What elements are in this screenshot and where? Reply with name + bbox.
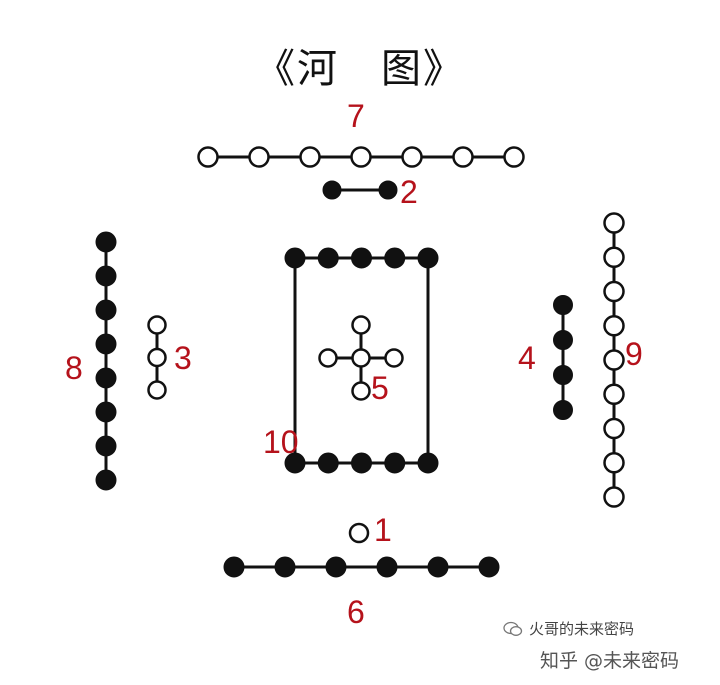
- center-white-5-dot-1: [351, 315, 371, 335]
- north-white-7-dot-1: [197, 146, 219, 168]
- wechat-icon: [503, 621, 523, 636]
- north-black-2-dot-1: [322, 180, 342, 200]
- north-white-7-dot-6: [452, 146, 474, 168]
- north-white-7-dot-5: [401, 146, 423, 168]
- center-black-10-bottom-dot-5: [417, 452, 439, 474]
- east-white-9-dot-4: [603, 315, 625, 337]
- west-black-8-dot-8: [95, 469, 117, 491]
- label-4: 4: [518, 340, 536, 376]
- center-white-5-dot-5: [351, 381, 371, 401]
- west-white-3-dot-3: [147, 380, 167, 400]
- label-8: 8: [65, 350, 83, 386]
- page-title: 《河 图》: [255, 46, 465, 92]
- west-black-8-dot-4: [95, 333, 117, 355]
- east-black-4-dot-3: [553, 365, 573, 385]
- east-black-4-dot-1: [553, 295, 573, 315]
- label-9: 9: [625, 336, 643, 372]
- north-black-2-dot-2: [378, 180, 398, 200]
- north-white-7-dot-2: [248, 146, 270, 168]
- north-white-7-dot-7: [503, 146, 525, 168]
- south-white-1-dot-1: [348, 522, 370, 544]
- west-black-8-dot-3: [95, 299, 117, 321]
- center-black-10-bottom-dot-3: [351, 452, 372, 474]
- west-black-8-dot-6: [95, 401, 117, 423]
- north-white-7-dot-3: [299, 146, 321, 168]
- west-black-8-dot-7: [95, 435, 117, 457]
- center-black-10-bottom-dot-1: [284, 452, 306, 474]
- east-white-9-dot-7: [603, 417, 625, 440]
- north-white-7-dot-4: [350, 146, 372, 168]
- label-3: 3: [174, 340, 192, 376]
- wechat-watermark: 火哥的未来密码: [503, 618, 634, 639]
- east-white-9-dot-8: [603, 452, 625, 474]
- south-black-6-dot-5: [427, 556, 449, 578]
- south-black-6-dot-6: [478, 556, 500, 578]
- center-white-5-dot-2: [318, 348, 338, 368]
- south-black-6-dot-3: [325, 556, 347, 578]
- west-white-3-dot-1: [147, 315, 167, 335]
- center-black-10-top-dot-3: [351, 247, 372, 269]
- east-white-9-dot-1: [603, 212, 625, 234]
- label-7: 7: [347, 98, 365, 134]
- label-6: 6: [347, 594, 365, 630]
- west-black-8-dot-1: [95, 231, 117, 253]
- south-black-6-dot-2: [274, 556, 296, 578]
- label-10: 10: [263, 424, 299, 460]
- west-white-3-dot-2: [147, 347, 167, 368]
- east-white-9-dot-3: [603, 280, 625, 303]
- west-black-8-dot-5: [95, 367, 117, 389]
- label-2: 2: [400, 174, 418, 210]
- east-white-9-dot-6: [603, 383, 625, 405]
- zhihu-watermark: 知乎 @未来密码: [540, 650, 680, 672]
- east-black-4-dot-2: [553, 330, 573, 350]
- center-white-5-dot-3: [351, 348, 371, 368]
- label-1: 1: [374, 512, 392, 548]
- center-black-10-top-dot-2: [317, 247, 339, 269]
- east-white-9-dot-9: [603, 486, 625, 508]
- west-black-8-dot-2: [95, 265, 117, 287]
- center-black-10-bottom-dot-2: [317, 452, 339, 474]
- east-black-4-dot-4: [553, 400, 573, 420]
- label-5: 5: [371, 370, 389, 406]
- center-black-10-top-dot-1: [284, 247, 306, 269]
- center-black-10-bottom-dot-4: [384, 452, 406, 474]
- center-black-10-top-dot-5: [417, 247, 439, 269]
- wechat-watermark-text: 火哥的未来密码: [529, 620, 635, 638]
- center-black-10-top-dot-4: [384, 247, 406, 269]
- east-white-9-dot-2: [603, 246, 625, 268]
- center-white-5-dot-4: [384, 348, 404, 368]
- south-black-6-dot-4: [376, 556, 398, 578]
- east-white-9-dot-5: [603, 349, 625, 371]
- south-black-6-dot-1: [223, 556, 245, 578]
